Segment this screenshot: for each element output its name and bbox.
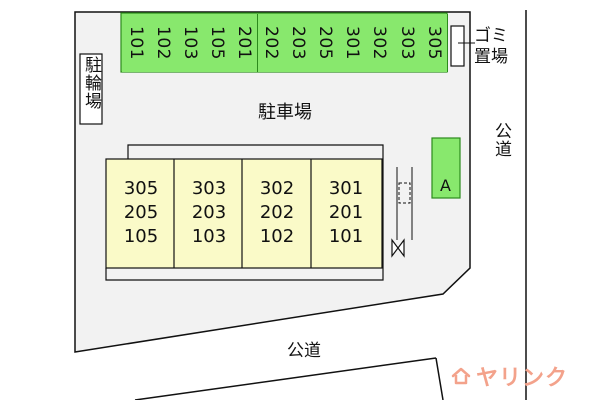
gate-symbol-right xyxy=(397,238,405,258)
unit-number: 303 xyxy=(191,178,227,199)
parking-slot-number: 301 xyxy=(342,26,363,60)
bicycle-parking-box xyxy=(79,53,103,125)
parking-slot: 301 xyxy=(338,14,367,72)
unit-number: 201 xyxy=(328,202,364,223)
unit-number: 103 xyxy=(191,226,227,247)
parking-slot-number: 101 xyxy=(125,26,146,60)
unit-number: 301 xyxy=(328,178,364,199)
house-icon xyxy=(451,367,471,385)
building-unit-column: 305 205 105 xyxy=(108,160,174,266)
parking-slot: 203 xyxy=(284,14,313,72)
parking-slot-number: 302 xyxy=(369,26,390,60)
unit-number: 102 xyxy=(259,226,295,247)
garbage-area-label: ゴミ置場 xyxy=(474,26,508,67)
building-unit-column: 303 203 103 xyxy=(176,160,242,266)
spot-a-box xyxy=(431,137,461,199)
parking-slot: 102 xyxy=(149,14,178,72)
bicycle-parking-label: 駐輪場 xyxy=(81,56,101,110)
building-body xyxy=(105,158,383,269)
unit-number: 105 xyxy=(123,226,159,247)
unit-number: 305 xyxy=(123,178,159,199)
parking-slot: 103 xyxy=(176,14,205,72)
unit-number: 203 xyxy=(191,202,227,223)
public-road-right-label: 公道 xyxy=(491,122,511,158)
parking-slot: 302 xyxy=(365,14,394,72)
parking-slot-number: 202 xyxy=(261,26,282,60)
parking-lot-label: 駐車場 xyxy=(258,102,312,123)
road-edge-bottom-end xyxy=(435,357,444,400)
parking-slot: 201 xyxy=(230,14,259,72)
building-bottom-frame xyxy=(105,268,384,281)
brand-watermark: ヤリンク xyxy=(450,360,568,392)
garbage-area-box xyxy=(450,25,465,67)
parking-slot: 205 xyxy=(311,14,340,72)
parking-slot-number: 201 xyxy=(233,26,254,60)
unit-number: 302 xyxy=(259,178,295,199)
parking-slot-number: 305 xyxy=(423,26,444,60)
parking-slot: 305 xyxy=(420,14,449,72)
building-unit-column: 301 201 101 xyxy=(313,160,379,266)
parking-slot-number: 102 xyxy=(152,26,173,60)
parking-slot-number: 105 xyxy=(206,26,227,60)
parking-slot: 105 xyxy=(203,14,232,72)
road-edge-bottom xyxy=(134,357,437,400)
spot-a-label: A xyxy=(440,176,451,195)
parking-slot: 303 xyxy=(393,14,421,72)
unit-number: 202 xyxy=(259,202,295,223)
parking-slot: 202 xyxy=(257,14,286,72)
stair-landing xyxy=(398,182,411,204)
unit-number: 101 xyxy=(328,226,364,247)
gate-symbol-left xyxy=(391,238,399,258)
parking-slot: 101 xyxy=(122,14,150,72)
parking-slot-number: 203 xyxy=(288,26,309,60)
unit-number: 205 xyxy=(123,202,159,223)
public-road-bottom-label: 公道 xyxy=(287,341,321,361)
parking-slot-number: 303 xyxy=(396,26,417,60)
parking-slot-number: 205 xyxy=(315,26,336,60)
building-unit-column: 302 202 102 xyxy=(244,160,310,266)
brand-name: ヤリンク xyxy=(476,366,569,391)
building-outer-frame xyxy=(127,144,384,268)
parking-slot-number: 103 xyxy=(179,26,200,60)
